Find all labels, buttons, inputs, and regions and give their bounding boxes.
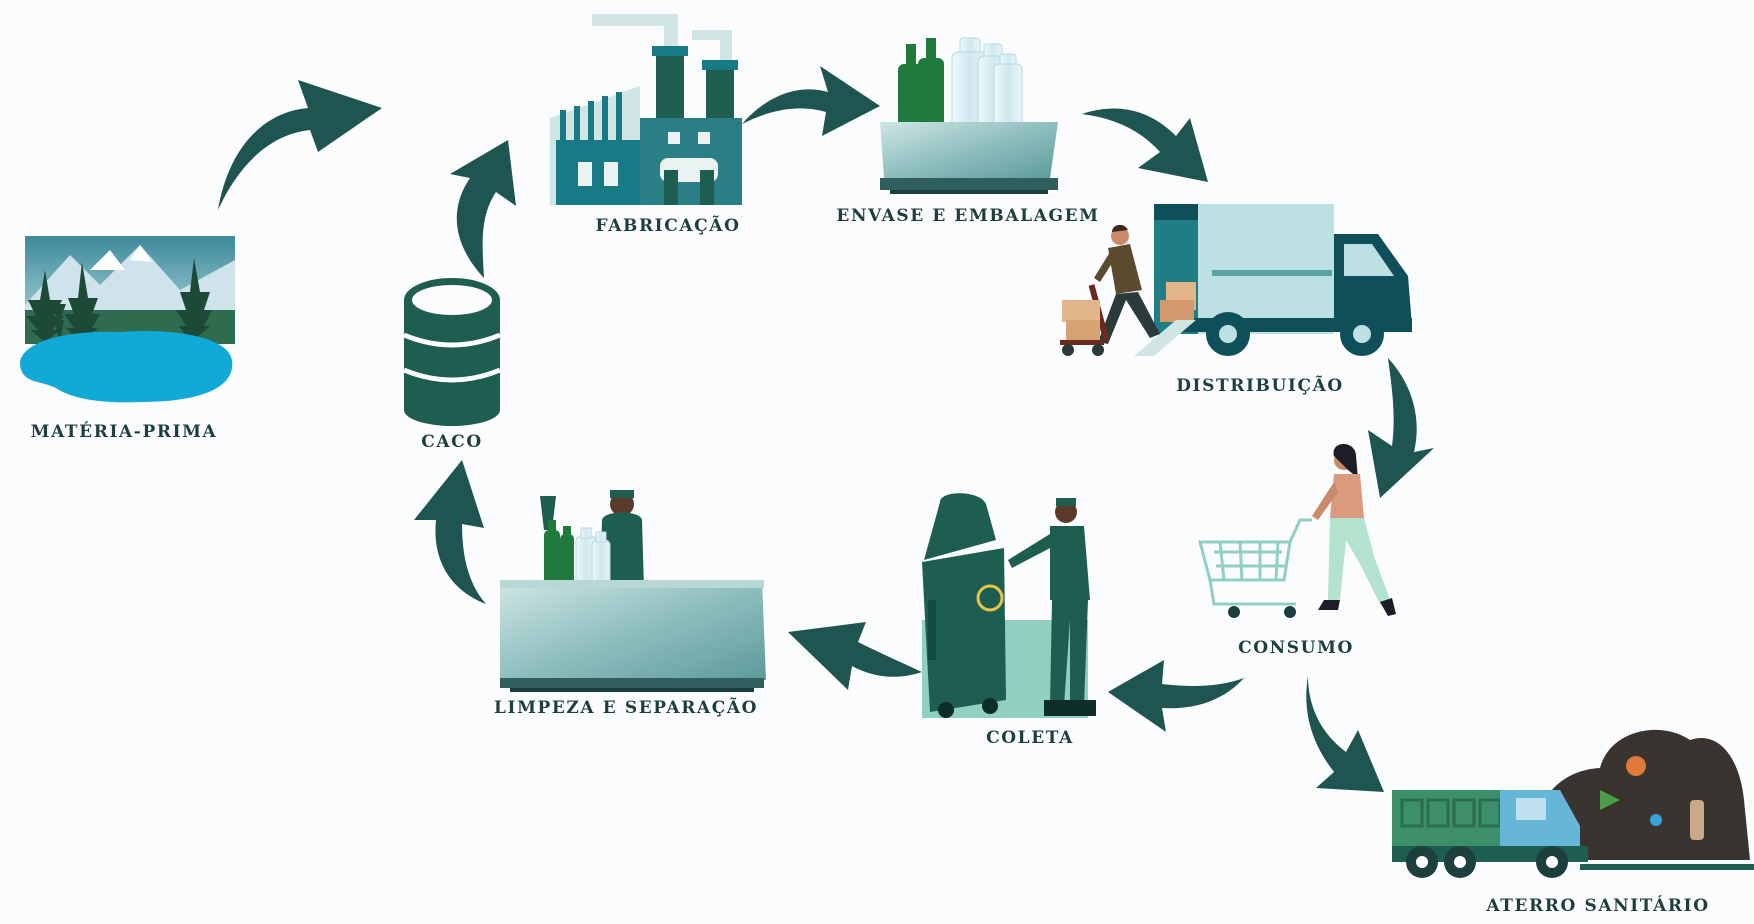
cycle-arrows [218, 66, 1434, 792]
cullet-barrel-icon [403, 278, 501, 426]
arrow-7-icon [788, 622, 922, 690]
arrow-2-icon [450, 140, 516, 278]
label-materia-prima: MATÉRIA-PRIMA [30, 422, 218, 442]
label-distribuicao: DISTRIBUIÇÃO [1176, 376, 1344, 396]
landfill-truck-icon [1392, 729, 1754, 878]
arrow-8-icon [414, 460, 486, 604]
label-fabricacao: FABRICAÇÃO [595, 216, 741, 236]
label-envase-embalagem: ENVASE E EMBALAGEM [836, 206, 1100, 226]
label-limpeza-separacao: LIMPEZA E SEPARAÇÃO [493, 698, 759, 718]
sorting-table-icon [500, 490, 766, 692]
label-caco: CACO [421, 432, 483, 452]
label-coleta: COLETA [986, 728, 1074, 748]
label-aterro-sanitario: ATERRO SANITÁRIO [1486, 896, 1710, 916]
shopper-with-cart-icon [1198, 444, 1396, 618]
arrow-3-icon [742, 66, 880, 136]
arrow-4-icon [1082, 108, 1208, 182]
arrow-6-icon [1108, 660, 1244, 732]
bottles-on-table-icon [880, 37, 1058, 194]
arrow-1-icon [218, 80, 382, 210]
factory-icon [550, 14, 742, 205]
arrow-5-icon [1368, 358, 1434, 498]
arrow-9-icon [1306, 676, 1384, 792]
worker-with-bin-icon [922, 493, 1096, 718]
lake-forest-icon [20, 236, 235, 403]
delivery-truck-icon [1060, 204, 1412, 356]
label-consumo: CONSUMO [1238, 638, 1354, 658]
